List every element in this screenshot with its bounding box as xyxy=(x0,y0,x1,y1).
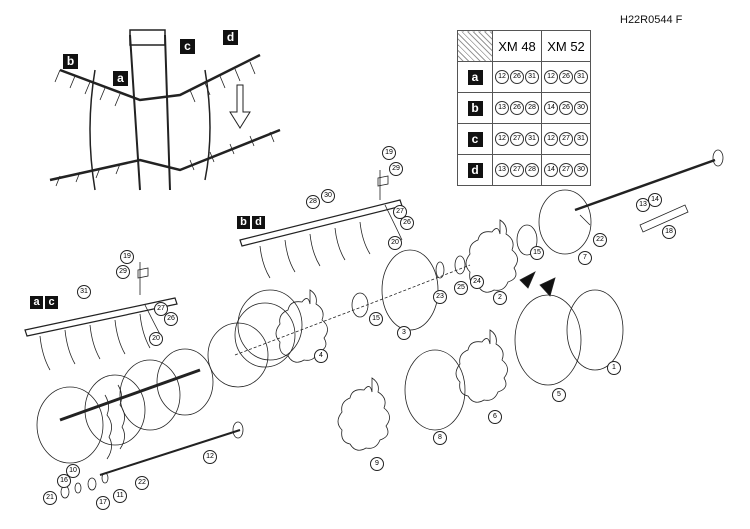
part-callout: 24 xyxy=(470,275,484,289)
part-ref: 12 xyxy=(495,70,509,84)
part-callout: 15 xyxy=(369,312,383,326)
row-label-b: b xyxy=(467,101,483,116)
part-callout: 30 xyxy=(321,189,335,203)
part-ref: 12 xyxy=(495,132,509,146)
part-callout: 15 xyxy=(530,246,544,260)
part-callout: 27 xyxy=(154,302,168,316)
part-callout: 7 xyxy=(578,251,592,265)
part-ref: 26 xyxy=(559,70,573,84)
part-ref: 26 xyxy=(510,101,524,115)
disc-gang-lower-left xyxy=(36,348,244,476)
row-label-c: c xyxy=(467,132,483,147)
part-callout: 17 xyxy=(96,496,110,510)
group-tag-letter: c xyxy=(45,296,58,309)
part-ref: 28 xyxy=(525,163,539,177)
arrow-mark xyxy=(519,271,536,289)
part-ref: 31 xyxy=(525,70,539,84)
group-tag-bd: b d xyxy=(237,216,265,229)
part-callout: 16 xyxy=(57,474,71,488)
arrow-mark xyxy=(539,277,556,297)
part-callout: 14 xyxy=(648,193,662,207)
gang-beam-ac xyxy=(24,262,178,371)
part-callout: 4 xyxy=(314,349,328,363)
part-callout: 18 xyxy=(662,225,676,239)
group-tag-letter: d xyxy=(252,216,265,229)
part-ref: 14 xyxy=(544,101,558,115)
part-ref: 12 xyxy=(544,132,558,146)
part-callout: 26 xyxy=(164,312,178,326)
part-callout: 10 xyxy=(66,464,80,478)
part-callout: 2 xyxy=(493,291,507,305)
part-callout: 25 xyxy=(454,281,468,295)
part-callout: 8 xyxy=(433,431,447,445)
part-callout: 1 xyxy=(607,361,621,375)
part-ref: 13 xyxy=(495,163,509,177)
part-callout: 29 xyxy=(116,265,130,279)
header-xm52: XM 52 xyxy=(541,30,591,62)
part-callout: 19 xyxy=(382,146,396,160)
part-callout: 23 xyxy=(433,290,447,304)
drawing-code: H22R0544 F xyxy=(620,14,683,26)
part-callout: 22 xyxy=(593,233,607,247)
hardware-parts xyxy=(60,472,109,499)
row-label-d: d xyxy=(467,163,483,178)
part-callout: 20 xyxy=(149,332,163,346)
part-callout: 27 xyxy=(393,205,407,219)
row-label-a: a xyxy=(467,70,483,85)
part-callout: 28 xyxy=(306,195,320,209)
loose-discs xyxy=(337,289,624,451)
part-ref: 31 xyxy=(525,132,539,146)
header-xm48: XM 48 xyxy=(492,30,542,62)
part-ref: 27 xyxy=(559,163,573,177)
part-callout: 26 xyxy=(400,216,414,230)
part-callout: 19 xyxy=(120,250,134,264)
part-callout: 22 xyxy=(135,476,149,490)
part-callout: 3 xyxy=(397,326,411,340)
part-ref: 27 xyxy=(510,163,524,177)
part-ref: 27 xyxy=(510,132,524,146)
part-ref: 13 xyxy=(495,101,509,115)
part-ref: 12 xyxy=(544,70,558,84)
part-ref: 30 xyxy=(574,101,588,115)
part-ref: 28 xyxy=(525,101,539,115)
part-ref: 26 xyxy=(559,101,573,115)
part-ref: 31 xyxy=(574,132,588,146)
part-callout: 21 xyxy=(43,491,57,505)
part-callout: 5 xyxy=(552,388,566,402)
part-callout: 31 xyxy=(77,285,91,299)
part-callout: 29 xyxy=(389,162,403,176)
part-ref: 14 xyxy=(544,163,558,177)
part-ref: 31 xyxy=(574,70,588,84)
part-ref: 27 xyxy=(559,132,573,146)
part-ref: 26 xyxy=(510,70,524,84)
part-callout: 11 xyxy=(113,489,127,503)
frame-label-a: a xyxy=(113,71,128,86)
part-callout: 9 xyxy=(370,457,384,471)
group-tag-letter: b xyxy=(237,216,250,229)
table-header-row: XM 48 XM 52 xyxy=(457,30,591,62)
group-tag-letter: a xyxy=(30,296,43,309)
group-tag-ac: a c xyxy=(30,296,58,309)
part-callout: 20 xyxy=(388,236,402,250)
part-callout: 6 xyxy=(488,410,502,424)
frame-overview xyxy=(49,29,281,191)
part-callout: 12 xyxy=(203,450,217,464)
frame-label-c: c xyxy=(180,39,195,54)
frame-label-b: b xyxy=(63,54,78,69)
frame-label-d: d xyxy=(223,30,238,45)
axle-top-right xyxy=(574,149,724,233)
part-ref: 30 xyxy=(574,163,588,177)
